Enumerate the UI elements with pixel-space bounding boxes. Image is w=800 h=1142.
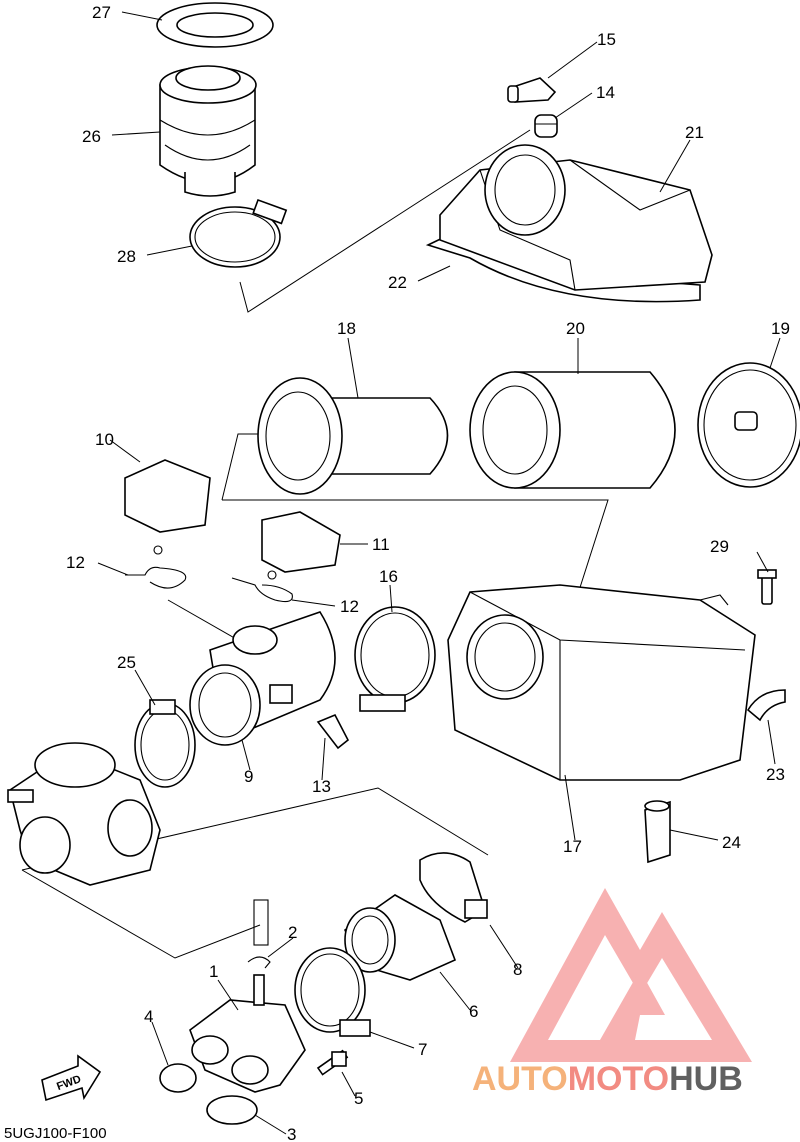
callout-18: 18 [337,319,356,338]
part-12-clip-left [125,545,187,589]
part-8-clamp [419,852,488,923]
part-18-filter-element [257,377,449,495]
callout-23: 23 [766,765,785,784]
part-3-o-ring [206,1095,258,1125]
part-1-intake-manifold [189,899,306,1093]
part-27-seal [156,2,274,48]
callout-16: 16 [379,567,398,586]
callout-12a: 12 [66,553,85,572]
part-20-filter-foam [469,371,676,489]
part-26-intake-duct [159,65,257,197]
diagram-code: 5UGJ100-F100 [4,1125,107,1142]
callout-28: 28 [117,247,136,266]
part-12-clip-right [231,570,293,603]
part-15-elbow [507,77,557,103]
part-7-clamp [294,947,371,1037]
part-25-band [134,699,196,788]
part-14-grommet [534,114,558,138]
part-11-cap [261,511,341,573]
part-16-hose-clamp [354,606,436,712]
callout-13: 13 [312,777,331,796]
part-24-drain [644,800,671,864]
part-5-bolt [316,1049,349,1076]
callout-29: 29 [710,537,729,556]
callout-3: 3 [287,1125,296,1142]
callout-27: 27 [92,3,111,22]
callout-25: 25 [117,653,136,672]
part-9-joint [189,611,336,746]
callout-1: 1 [209,962,218,981]
callout-15: 15 [597,30,616,49]
callout-9: 9 [244,767,253,786]
callout-14: 14 [596,83,615,102]
callout-24: 24 [722,833,741,852]
callout-12b: 12 [340,597,359,616]
callout-10: 10 [95,430,114,449]
callout-7: 7 [418,1040,427,1059]
callout-20: 20 [566,319,585,338]
callout-2: 2 [288,923,297,942]
part-10-foam-block [124,459,211,533]
part-17-filter-case [447,584,756,781]
part-6-boot [344,894,457,981]
callout-6: 6 [469,1002,478,1021]
watermark-hub: HUB [669,1060,743,1098]
callout-21: 21 [685,123,704,142]
callout-5: 5 [354,1089,363,1108]
carburetor [7,742,161,886]
part-21-airbox-cover [439,144,713,291]
fwd-arrow-icon: FWD [41,1054,102,1102]
part-23-clip [746,689,786,722]
callout-26: 26 [82,127,101,146]
part-13-elbow [316,713,350,750]
callout-19: 19 [771,319,790,338]
callout-leaders [97,11,781,1135]
watermark-auto: AUTO [472,1060,568,1098]
callout-numbers: 27 26 28 15 14 21 22 18 20 19 10 11 12 1… [66,3,790,1142]
callout-4: 4 [144,1007,153,1026]
part-19-end-cap [697,362,800,488]
callout-11: 11 [372,535,390,554]
part-28-clamp [189,198,288,268]
callout-22: 22 [388,273,407,292]
watermark-text: AUTOMOTOHUB [472,1060,743,1098]
watermark-logo-icon [510,888,752,1062]
callout-8: 8 [513,960,522,979]
part-4-o-ring [159,1063,197,1093]
part-2-clip [247,956,271,969]
callout-17: 17 [563,837,582,856]
watermark-moto: MOTO [568,1060,669,1098]
part-29-bolt [757,569,777,605]
